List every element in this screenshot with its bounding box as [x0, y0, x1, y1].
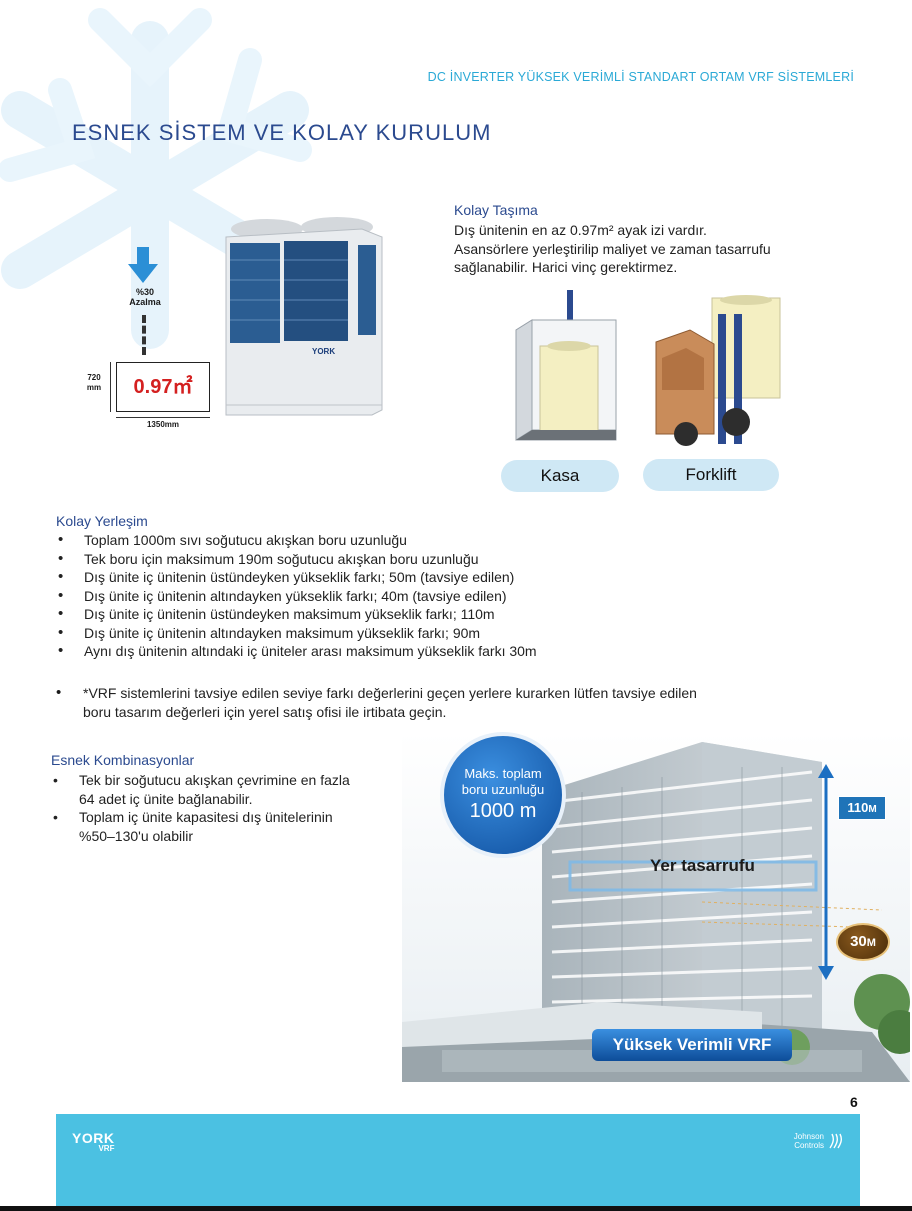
list-item: Tek boru için maksimum 190m soğutucu akı… — [56, 550, 816, 569]
note-line: *VRF sistemlerini tavsiye edilen seviye … — [83, 685, 697, 701]
down-arrow-icon — [128, 247, 158, 283]
page-title: ESNEK SİSTEM VE KOLAY KURULUM — [72, 120, 492, 145]
list-item: Dış ünite iç ünitenin üstündeyken yüksek… — [56, 568, 816, 587]
height-label: 720 — [87, 373, 101, 382]
esnek-kombinasyonlar-heading: Esnek Kombinasyonlar — [51, 752, 195, 768]
kasa-label: Kasa — [501, 460, 619, 492]
circle-line: boru uzunluğu — [461, 782, 545, 797]
york-logo: YORK VRF — [72, 1130, 114, 1153]
reduction-label: Azalma — [129, 297, 161, 307]
height-badge-30: 30M — [836, 923, 890, 961]
kolay-tasima-heading: Kolay Taşıma — [454, 202, 538, 218]
esnek-kombinasyonlar-list: • Tek bir soğutucu akışkan çevrimine en … — [51, 771, 391, 845]
circle-value: 1000 m — [469, 800, 537, 822]
list-item: Dış ünite iç ünitenin altındayken yüksek… — [56, 587, 816, 606]
bottom-rule — [0, 1206, 912, 1211]
pipe-length-circle: Maks. toplam boru uzunluğu 1000 m — [440, 732, 566, 858]
partner-line: Johnson — [793, 1132, 824, 1141]
note-line: boru tasarım değerleri için yerel satış … — [83, 703, 447, 720]
kolay-yerlesim-heading: Kolay Yerleşim — [56, 513, 148, 529]
kolay-tasima-line: Dış ünitenin en az 0.97m² ayak izi vardı… — [454, 222, 707, 238]
header-tagline: DC İNVERTER YÜKSEK VERİMLİ STANDART ORTA… — [427, 70, 854, 84]
footer-brand: YORK — [72, 1130, 115, 1146]
kolay-tasima-line: Asansörlere yerleştirilip maliyet ve zam… — [454, 240, 771, 257]
badge-unit: M — [866, 937, 876, 949]
kolay-tasima-line: sağlanabilir. Harici vinç gerektirmez. — [454, 259, 678, 275]
list-item: Dış ünite iç ünitenin altındayken maksim… — [56, 624, 816, 643]
page-number: 6 — [850, 1094, 858, 1110]
list-item-line: Tek bir soğutucu akışkan çevrimine en fa… — [79, 772, 350, 788]
footer-bar: YORK VRF Johnson Controls — [56, 1114, 860, 1206]
note-block: • *VRF sistemlerini tavsiye edilen seviy… — [56, 684, 836, 721]
width-label: 1350mm — [146, 420, 180, 429]
footprint-label: 0.97㎡ — [133, 376, 193, 398]
footprint-box: 0.97㎡ — [116, 362, 210, 412]
list-item: Aynı dış ünitenin altındaki iç üniteler … — [56, 642, 816, 661]
johnson-controls-logo: Johnson Controls — [794, 1132, 844, 1150]
badge-unit: M — [868, 804, 877, 815]
list-item: Toplam 1000m sıvı soğutucu akışkan boru … — [56, 531, 816, 550]
list-item-line: Toplam iç ünite kapasitesi dış üniteleri… — [79, 809, 333, 825]
unit-brand-label: YORK — [312, 347, 336, 356]
kolay-tasima-text: Dış ünitenin en az 0.97m² ayak izi vardı… — [454, 221, 804, 277]
badge-value: 110 — [847, 800, 869, 815]
partner-line: Controls — [794, 1141, 824, 1150]
list-item-line: 64 adet iç ünite bağlanabilir. — [79, 790, 253, 807]
forklift-label: Forklift — [643, 459, 779, 491]
reduction-percent: %30 — [135, 287, 154, 297]
list-item: Dış ünite iç ünitenin üstündeyken maksim… — [56, 605, 816, 624]
outdoor-unit-image — [225, 217, 383, 416]
circle-line: Maks. toplam — [464, 766, 542, 781]
vrf-banner: Yüksek Verimli VRF — [592, 1029, 792, 1061]
height-unit: mm — [86, 383, 102, 392]
kolay-yerlesim-list: Toplam 1000m sıvı soğutucu akışkan boru … — [56, 531, 816, 661]
elevator-illustration — [515, 290, 617, 441]
badge-value: 30 — [850, 933, 867, 950]
unit-figure: %30 Azalma 720 mm 0.97㎡ 1350mm YORK — [80, 215, 400, 440]
jc-mark-icon — [829, 1133, 843, 1149]
forklift-illustration — [655, 295, 781, 446]
building-figure: Maks. toplam boru uzunluğu 1000 m 110M Y… — [402, 732, 910, 1082]
footer-brand-sub: VRF — [98, 1144, 115, 1153]
list-item-line: %50–130'u olabilir — [79, 827, 193, 844]
height-badge-110: 110M — [838, 796, 886, 820]
space-saving-label: Yer tasarrufu — [650, 856, 755, 875]
